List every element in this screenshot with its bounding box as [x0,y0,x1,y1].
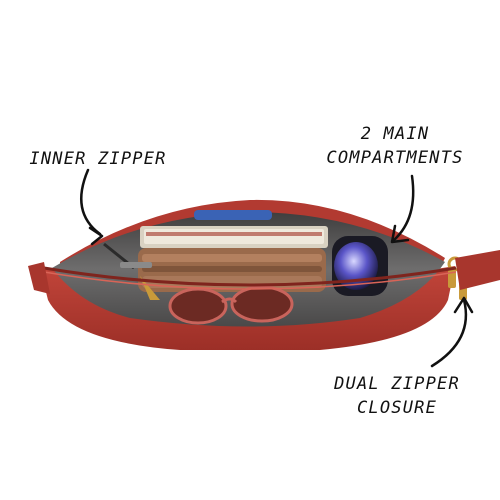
callout-dual-zipper-line-2: CLOSURE [356,398,438,418]
callout-main-compartments: 2 MAIN COMPARTMENTS [300,122,490,170]
zipper-track [43,266,457,287]
arrow-dual-zipper [430,298,468,368]
sunglasses-item [168,285,294,325]
callout-main-compartments-line-2: COMPARTMENTS [326,148,464,168]
arrow-main-compartments [392,174,415,242]
arrow-inner-zipper [80,168,102,236]
callout-inner-zipper-line-1: INNER ZIPPER [29,149,167,169]
callout-inner-zipper: INNER ZIPPER [28,147,168,171]
flashlight-item [332,236,388,296]
callout-main-compartments-line-1: 2 MAIN [360,124,430,144]
callout-dual-zipper-line-1: DUAL ZIPPER [334,374,460,394]
phone-item [194,210,272,220]
notebook-item [140,226,328,248]
strap-end [455,250,500,290]
callout-dual-zipper: DUAL ZIPPER CLOSURE [322,372,472,420]
